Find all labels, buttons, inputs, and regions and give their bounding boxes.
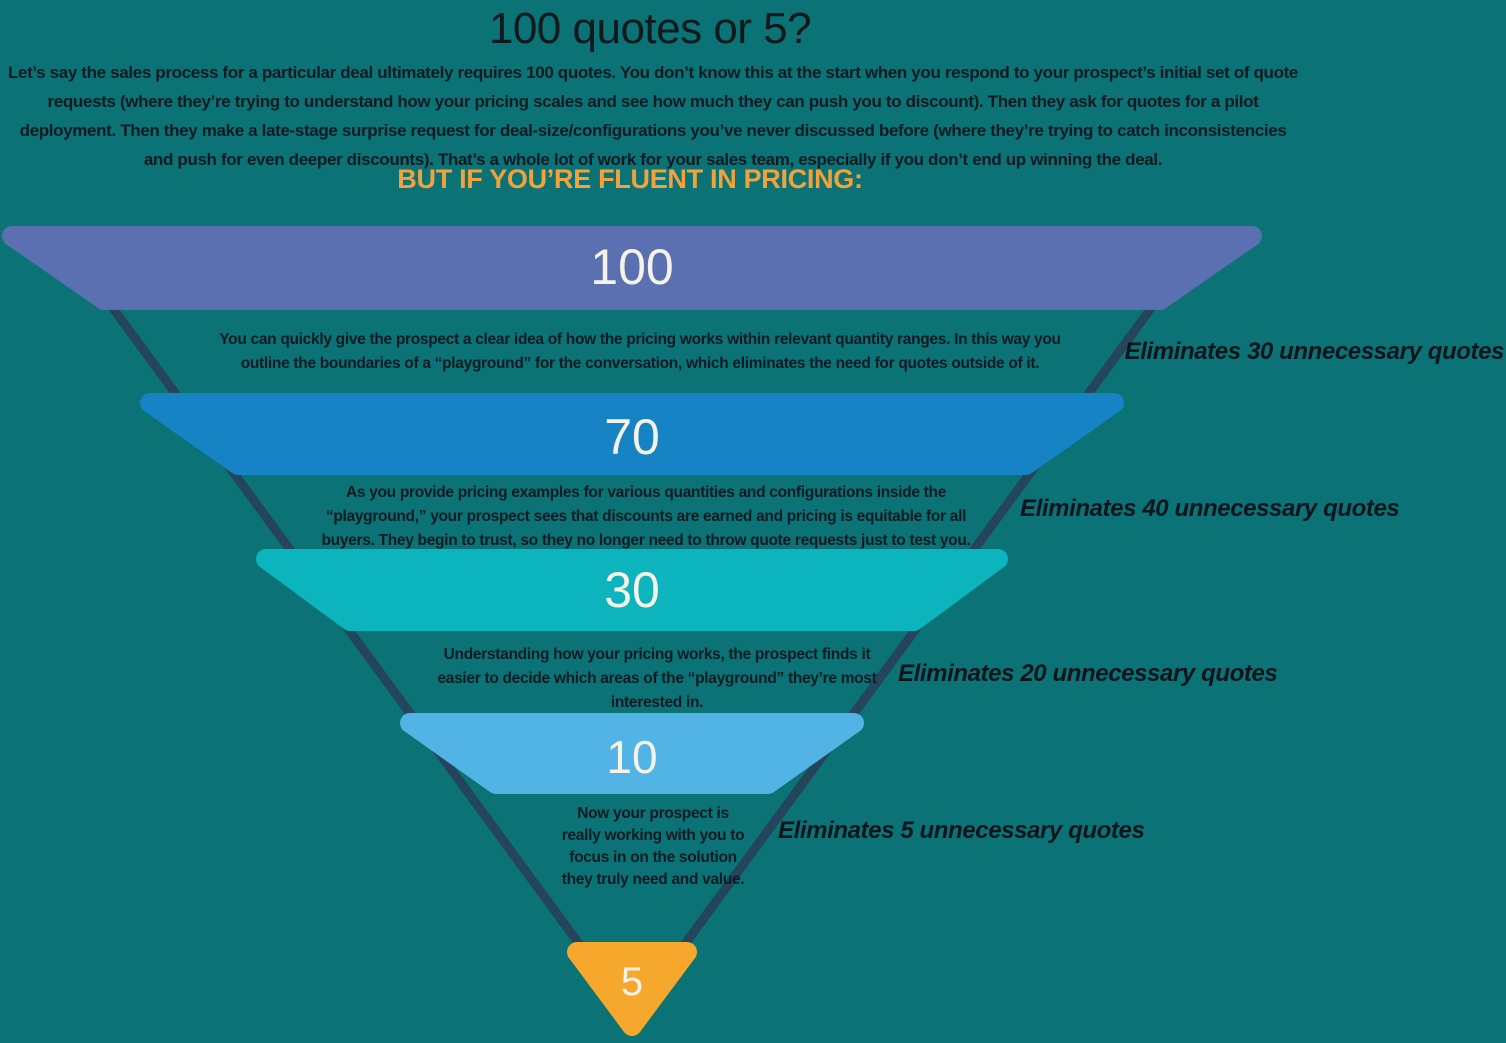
eliminates-label-5: Eliminates 5 unnecessary quotes (778, 817, 1145, 844)
funnel-level-10-value: 10 (606, 731, 658, 783)
funnel-level-100-value: 100 (590, 239, 674, 295)
eliminates-label-30: Eliminates 30 unnecessary quotes (1124, 338, 1505, 365)
funnel-level-5-value: 5 (620, 960, 644, 1004)
funnel-level-70-value: 70 (604, 409, 660, 465)
eliminates-label-20: Eliminates 20 unnecessary quotes (898, 660, 1278, 687)
funnel-level-30-shape (256, 549, 1008, 631)
funnel-level-100-shape (2, 226, 1262, 310)
funnel-level-5-shape (567, 942, 697, 1036)
intro-paragraph: Let’s say the sales process for a partic… (7, 63, 1299, 169)
funnel-level-70-description: As you provide pricing examples for vari… (321, 484, 971, 549)
funnel-level-100-description: You can quickly give the prospect a clea… (219, 331, 1061, 372)
eliminates-label-40: Eliminates 40 unnecessary quotes (1020, 495, 1400, 522)
funnel-level-10-shape (400, 713, 864, 794)
funnel-level-30-description: Understanding how your pricing works, th… (437, 646, 877, 711)
page-title: 100 quotes or 5? (488, 4, 812, 53)
highlight-heading: BUT IF YOU’RE FLUENT IN PRICING: (397, 164, 863, 194)
funnel-level-70-shape (140, 393, 1124, 475)
funnel-level-30-value: 30 (604, 562, 660, 618)
funnel-level-10-description: Now your prospect is really working with… (561, 805, 745, 888)
